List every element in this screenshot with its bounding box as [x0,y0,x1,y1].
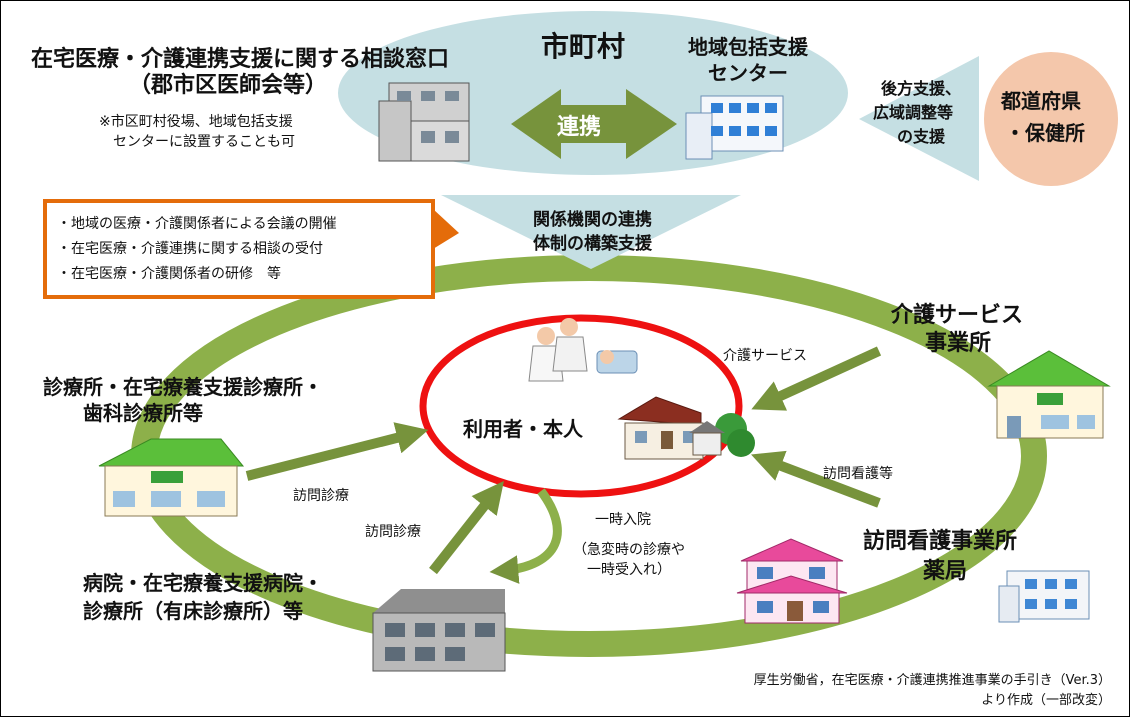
consult-building-icon [378,82,470,162]
nursing-house-icon [736,538,848,624]
activity-item: ・在宅医療・介護関係者の研修 等 [57,266,281,282]
center-building-icon [685,95,784,160]
clinic-arrow-label: 訪問診療 [293,488,349,504]
admission-line-3: 一時受入れ） [587,562,671,578]
backup-triangle [859,56,979,181]
support-line-1: 関係機関の連携 [533,210,652,230]
nursing-arrow-label: 訪問看護等 [823,466,893,482]
arrow-hospital-visit [429,480,504,575]
medical-team-icon [528,318,638,382]
activity-item: ・地域の医療・介護関係者による会議の開催 [57,216,337,232]
arrow-home-nursing [751,450,881,508]
care-office-label-2: 事業所 [925,331,992,356]
prefecture-line-2: ・保健所 [1005,121,1085,145]
arrow-care-service [751,346,882,411]
clinic-label-2: 歯科診療所等 [83,401,203,425]
activities-pointer [433,209,459,249]
nursing-label-2: 薬局 [923,559,968,584]
link-double-arrow [511,89,677,159]
center-label-1: 地域包括支援 [688,35,808,59]
hospital-label-2: 診療所（有床診療所）等 [83,599,303,623]
hospital-label-1: 病院・在宅療養支援病院・ [83,571,323,595]
link-label: 連携 [557,115,602,140]
backup-line-2: 広域調整等 [873,103,954,122]
pharmacy-building-icon [998,570,1090,623]
center-label-2: センター [708,61,788,85]
backup-line-1: 後方支援、 [881,79,962,98]
consult-title-sub: （郡市区医師会等） [129,73,328,98]
source-line-1: 厚生労働省，在宅医療・介護連携推進事業の手引き（Ver.3） [753,673,1111,688]
nursing-label-1: 訪問看護事業所 [863,529,1018,554]
clinic-label-1: 診療所・在宅療養支援診療所・ [43,375,323,399]
prefecture-circle [984,52,1118,186]
arrow-clinic-visit [245,422,429,481]
user-label: 利用者・本人 [463,417,583,441]
user-home-icon [617,396,755,460]
care-service-arrow-label: 介護サービス [723,348,807,364]
arrow-temporary-admission [489,488,562,584]
clinic-house-icon [98,438,245,517]
admission-line-1: 一時入院 [595,512,651,528]
support-line-2: 体制の構築支援 [533,234,652,254]
hospital-arrow-label: 訪問診療 [365,524,421,540]
support-triangle [441,195,741,269]
consult-note-2: センターに設置することも可 [113,134,295,150]
hospital-building-icon [372,589,506,672]
activities-box: ・地域の医療・介護関係者による会議の開催 ・在宅医療・介護連携に関する相談の受付… [43,199,435,299]
prefecture-line-1: 都道府県 [1001,89,1081,113]
activity-item: ・在宅医療・介護連携に関する相談の受付 [57,241,323,257]
consult-title: 在宅医療・介護連携支援に関する相談窓口 [31,47,450,72]
admission-line-2: （急変時の診療や [573,542,685,558]
source-line-2: より作成（一部改変） [981,693,1111,708]
care-office-house-icon [987,350,1111,439]
consult-note-1: ※市区町村役場、地域包括支援 [99,114,293,130]
care-office-label-1: 介護サービス [891,303,1024,328]
backup-line-3: の支援 [897,127,946,146]
municipality-label: 市町村 [541,30,626,63]
